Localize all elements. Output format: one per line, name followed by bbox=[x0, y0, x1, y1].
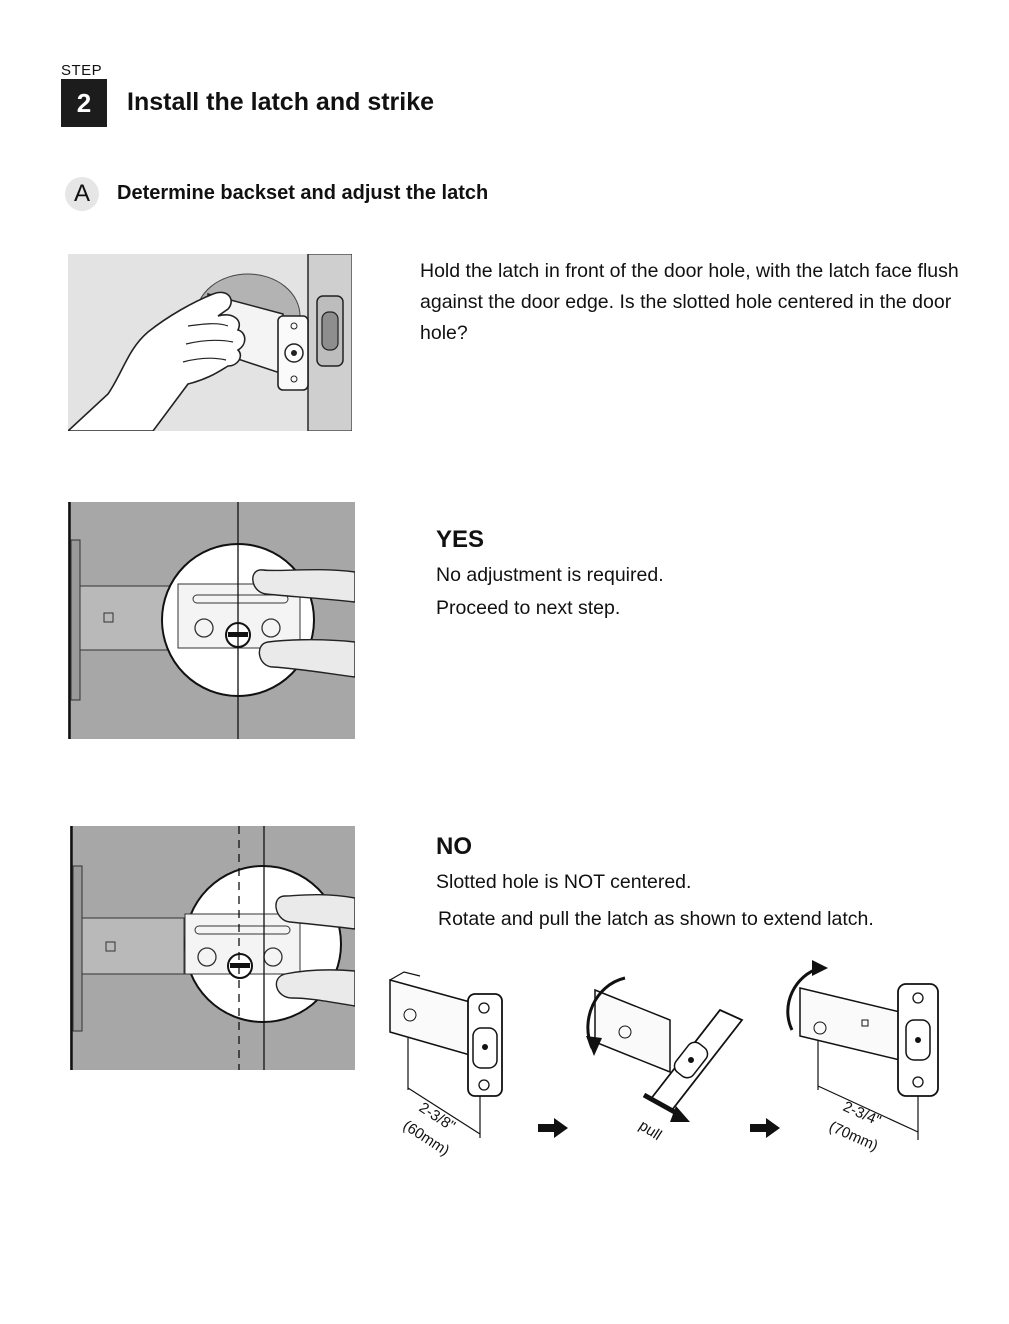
no-heading: NO bbox=[436, 833, 472, 861]
instruction-text: Hold the latch in front of the door hole… bbox=[420, 256, 960, 349]
yes-heading: YES bbox=[436, 526, 484, 554]
step-label: STEP bbox=[61, 62, 102, 79]
yes-line-2: Proceed to next step. bbox=[436, 597, 620, 620]
section-letter-badge: A bbox=[65, 177, 99, 211]
arrow-right-icon bbox=[538, 1118, 568, 1138]
no-line-1: Slotted hole is NOT centered. bbox=[436, 871, 691, 894]
hold-latch-illustration bbox=[68, 254, 352, 431]
step-title: Install the latch and strike bbox=[127, 88, 434, 117]
no-line-2: Rotate and pull the latch as shown to ex… bbox=[438, 908, 874, 931]
yes-line-1: No adjustment is required. bbox=[436, 564, 664, 587]
arrow-right-icon bbox=[750, 1118, 780, 1138]
latch-rotating bbox=[586, 978, 742, 1122]
centered-latch-illustration bbox=[68, 502, 355, 739]
section-title: Determine backset and adjust the latch bbox=[117, 182, 488, 205]
latch-adjust-sequence: 2-3/8" (60mm) pull 2-3/4" (70mm) bbox=[380, 960, 980, 1170]
off-center-latch-illustration bbox=[70, 826, 355, 1070]
pull-label: pull bbox=[636, 1117, 665, 1144]
step-number-badge: 2 bbox=[61, 79, 107, 127]
